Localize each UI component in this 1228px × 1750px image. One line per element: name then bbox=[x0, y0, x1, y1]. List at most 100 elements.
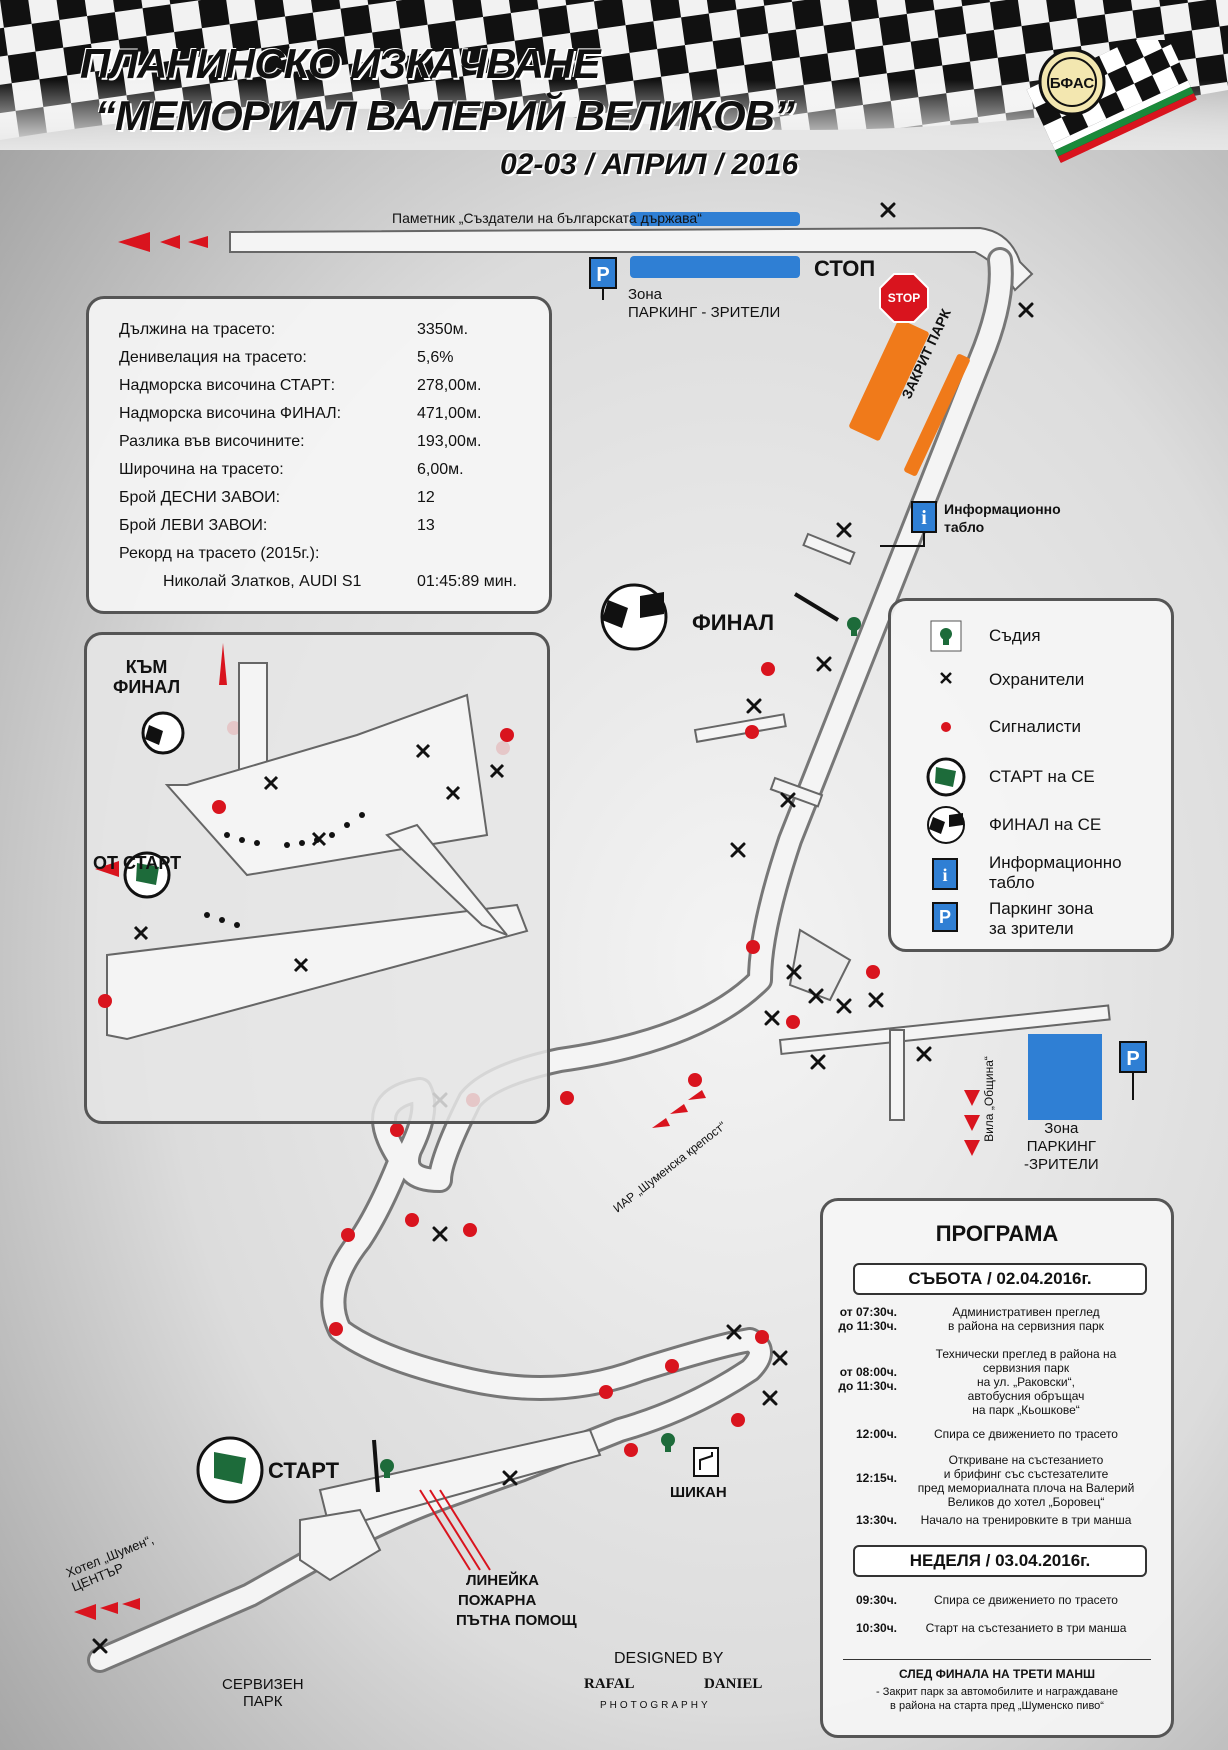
side-roads bbox=[693, 532, 1111, 1121]
legend-label: Паркинг зона за зрители bbox=[989, 899, 1094, 938]
info-label: Дължина на трасето: bbox=[119, 321, 276, 338]
from-start-label: ОТ СТАРТ bbox=[93, 853, 182, 873]
legend-label: Сигналисти bbox=[989, 717, 1082, 736]
info-label: Брой ДЕСНИ ЗАВОИ: bbox=[119, 489, 281, 506]
service-park-label: СЕРВИЗЕН ПАРК bbox=[222, 1676, 304, 1710]
signaler-dot-icon bbox=[941, 722, 951, 732]
monument-label: Паметник „Създатели на българската държа… bbox=[392, 210, 702, 226]
stop-sign-icon: STOP bbox=[879, 273, 929, 323]
legend-label: СТАРТ на СЕ bbox=[989, 767, 1095, 786]
program-title: ПРОГРАМА bbox=[935, 1221, 1059, 1246]
info-value: 193,00м. bbox=[417, 433, 482, 450]
info-label: Разлика във височините: bbox=[119, 433, 305, 450]
parking-right-label: Зона ПАРКИНГ -ЗРИТЕЛИ bbox=[1024, 1120, 1099, 1173]
villa-arrows bbox=[964, 1090, 980, 1156]
return-arrows bbox=[118, 232, 208, 252]
ambulance-label: ЛИНЕЙКА bbox=[466, 1572, 539, 1589]
svg-text:i: i bbox=[921, 507, 927, 529]
legend-icons: i P bbox=[926, 620, 966, 932]
inset-finish-flag-icon bbox=[141, 711, 185, 755]
judge-icon bbox=[380, 1459, 394, 1478]
svg-text:P: P bbox=[939, 907, 951, 927]
fortress-arrows bbox=[652, 1090, 706, 1128]
svg-text:P: P bbox=[1126, 1048, 1139, 1070]
parking-top-label: Зона ПАРКИНГ - ЗРИТЕЛИ bbox=[628, 286, 781, 321]
svg-text:P: P bbox=[596, 264, 609, 286]
to-finish-label: КЪМ ФИНАЛ bbox=[113, 657, 181, 697]
day2-header: НЕДЕЛЯ / 03.04.2016г. bbox=[853, 1545, 1147, 1577]
schedule-time: от 07:30ч. до 11:30ч. bbox=[838, 1305, 897, 1333]
start-area-inset: КЪМ ФИНАЛ ОТ СТАРТ bbox=[84, 632, 550, 1124]
from-start-arrow bbox=[95, 861, 119, 877]
fire-label: ПОЖАРНА bbox=[458, 1592, 537, 1609]
bfas-logo: БФАС bbox=[1026, 40, 1197, 163]
divider bbox=[843, 1659, 1151, 1660]
event-dates: 02-03 / АПРИЛ / 2016 bbox=[500, 148, 799, 181]
schedule-time: 12:00ч. bbox=[856, 1427, 897, 1441]
parking-icon: P bbox=[932, 902, 958, 932]
schedule-text: Начало на тренировките в три манша bbox=[920, 1513, 1132, 1527]
info-value: 12 bbox=[417, 489, 435, 506]
service-pointers bbox=[419, 1489, 491, 1571]
schedule-text: Старт на състезанието в три манша bbox=[925, 1621, 1127, 1635]
schedule-time: 09:30ч. bbox=[856, 1593, 897, 1607]
record-holder: Николай Златков, AUDI S1 bbox=[163, 573, 362, 590]
stop-label: СТОП bbox=[814, 256, 876, 281]
start-flag-icon bbox=[926, 757, 966, 797]
after-final-title: СЛЕД ФИНАЛА НА ТРЕТИ МАНШ bbox=[898, 1667, 1096, 1681]
record-time: 01:45:89 мин. bbox=[417, 573, 517, 590]
chicane-label: ШИКАН bbox=[670, 1484, 727, 1501]
marshal-cross-icon bbox=[940, 672, 952, 684]
info-label: Надморска височина СТАРТ: bbox=[119, 377, 336, 394]
top-road bbox=[229, 226, 1034, 292]
info-value: 3350м. bbox=[417, 321, 469, 338]
after-final-text: - Закрит парк за автомобилите и награжда… bbox=[875, 1686, 1119, 1712]
judge-icon bbox=[847, 617, 861, 636]
hotel-arrows bbox=[74, 1598, 140, 1620]
designer-name-2: DANIEL bbox=[704, 1676, 763, 1692]
designed-by-label: DESIGNED BY bbox=[614, 1650, 724, 1667]
to-finish-arrow bbox=[219, 643, 227, 685]
legend-label: Съдия bbox=[989, 626, 1041, 645]
schedule-text: Спира се движението по трасето bbox=[934, 1593, 1118, 1607]
info-value: 6,00м. bbox=[417, 461, 464, 478]
info-label: Брой ЛЕВИ ЗАВОИ: bbox=[119, 517, 268, 534]
info-board-icon: i bbox=[932, 858, 958, 890]
info-label: Надморска височина ФИНАЛ: bbox=[119, 405, 342, 422]
legend-label: Информационно табло bbox=[989, 853, 1122, 892]
closed-park-zones bbox=[849, 319, 970, 476]
legend-panel: i P Съдия Охранители Сигналисти СТАРТ на… bbox=[888, 598, 1174, 952]
schedule-text: Откриване на състезанието и брифинг със … bbox=[917, 1453, 1135, 1509]
finish-label: ФИНАЛ bbox=[692, 610, 774, 635]
checkered-flag-band bbox=[0, 0, 1228, 150]
start-line bbox=[372, 1439, 380, 1493]
parking-icon: P bbox=[1119, 1041, 1147, 1100]
logo-text: БФАС bbox=[1050, 75, 1094, 92]
svg-text:STOP: STOP bbox=[888, 291, 920, 305]
schedule-text: Спира се движението по трасето bbox=[934, 1427, 1118, 1441]
finish-flag-icon bbox=[600, 583, 668, 651]
schedule-text: Технически преглед в района на сервизния… bbox=[935, 1347, 1117, 1417]
finish-flag-icon bbox=[927, 806, 965, 844]
track-info-panel: Дължина на трасето: 3350м. Денивелация н… bbox=[86, 296, 552, 614]
event-title-line2: “МЕМОРИАЛ ВАЛЕРИЙ ВЕЛИКОВ” bbox=[95, 92, 795, 139]
parking-icon: P bbox=[589, 257, 617, 300]
info-value: 278,00м. bbox=[417, 377, 482, 394]
info-value: 471,00м. bbox=[417, 405, 482, 422]
judge-icon bbox=[930, 620, 962, 652]
start-flag-icon bbox=[196, 1436, 264, 1504]
info-value: 13 bbox=[417, 517, 435, 534]
schedule-time: 13:30ч. bbox=[856, 1513, 897, 1527]
designer-name-3: PHOTOGRAPHY bbox=[600, 1700, 711, 1711]
info-label: Денивелация на трасето: bbox=[119, 349, 307, 366]
day1-header: СЪБОТА / 02.04.2016г. bbox=[853, 1263, 1147, 1295]
inset-map bbox=[95, 643, 529, 1041]
program-panel: ПРОГРАМА СЪБОТА / 02.04.2016г. от 07:30ч… bbox=[820, 1198, 1174, 1738]
schedule-time: 12:15ч. bbox=[856, 1471, 897, 1485]
info-label: Широчина на трасето: bbox=[119, 461, 284, 478]
info-board-icon: i bbox=[880, 501, 937, 547]
info-label: Рекорд на трасето (2015г.): bbox=[119, 545, 320, 562]
legend-label: ФИНАЛ на СЕ bbox=[989, 815, 1102, 834]
info-value: 5,6% bbox=[417, 349, 454, 366]
